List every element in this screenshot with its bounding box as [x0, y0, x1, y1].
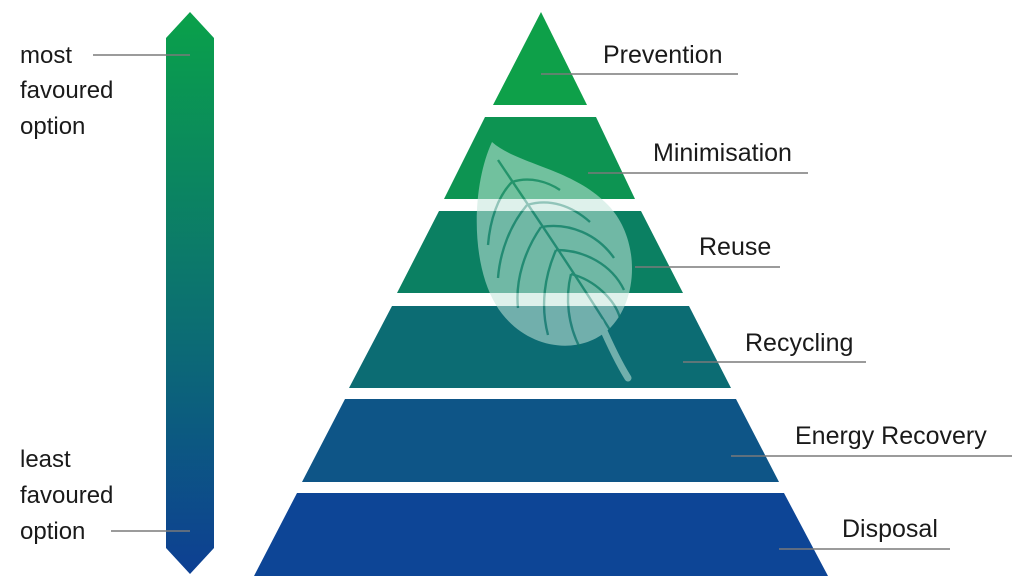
- leaf-stem: [596, 318, 632, 382]
- leaf-blade: [476, 142, 632, 346]
- tier-energy-recovery: [302, 399, 779, 482]
- tier-prevention: [493, 12, 587, 105]
- preference-scale-bar: [166, 12, 214, 574]
- leaf-icon: [476, 142, 632, 382]
- most-favoured-label: most favoured option: [20, 42, 120, 140]
- label-prevention: Prevention: [603, 41, 723, 69]
- least-favoured-label: least favoured option: [20, 446, 120, 545]
- label-disposal: Disposal: [842, 515, 938, 543]
- tier-disposal: [254, 493, 828, 576]
- leaf-veins: [486, 159, 626, 349]
- label-minimisation: Minimisation: [653, 139, 792, 167]
- tier-recycling: [349, 306, 731, 388]
- label-energy-recovery: Energy Recovery: [795, 422, 987, 450]
- label-reuse: Reuse: [699, 233, 771, 261]
- tier-labels: Prevention Minimisation Reuse Recycling …: [541, 41, 1012, 550]
- label-recycling: Recycling: [745, 329, 853, 357]
- preference-scale: most favoured option least favoured opti…: [20, 12, 214, 574]
